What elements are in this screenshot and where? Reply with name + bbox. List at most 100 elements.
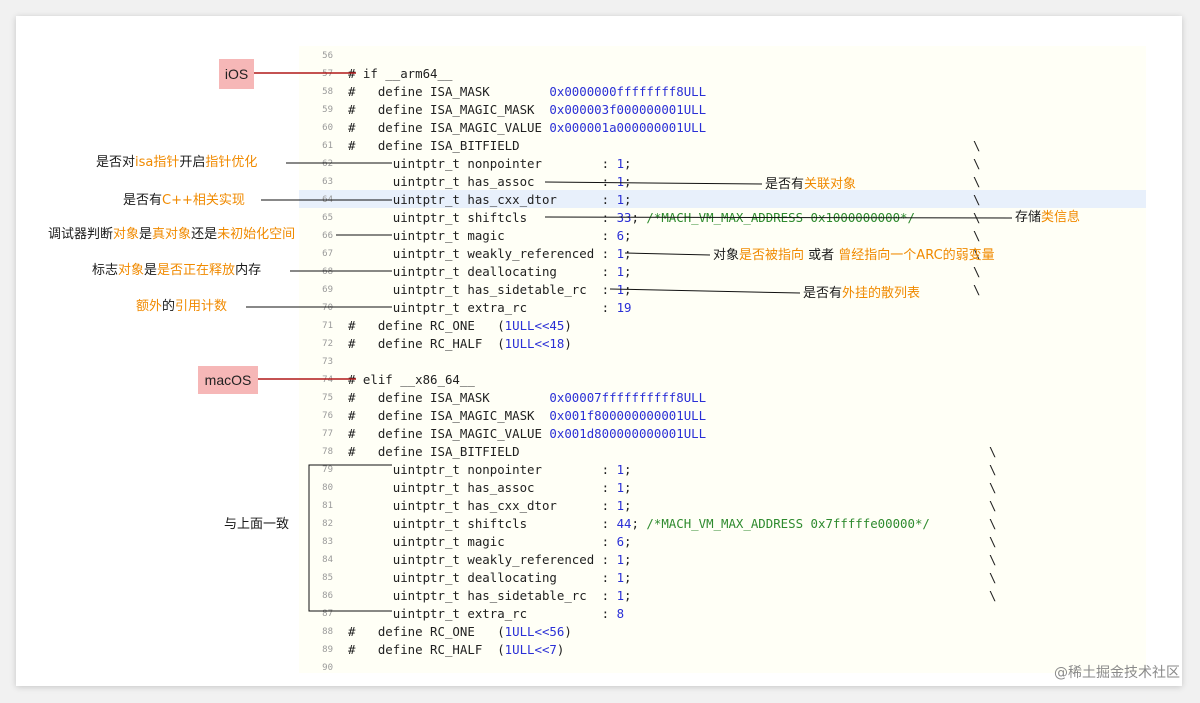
code-number: 0x0000000ffffffff8ULL [549,84,707,99]
code-line: 71# define RC_ONE (1ULL<<45) [299,317,1146,335]
line-number: 60 [322,123,333,133]
code-line: 84 uintptr_t weakly_referenced : 1;\ [299,551,1146,569]
annotation-has-assoc: 是否有关联对象 [765,177,857,192]
code-text: # define ISA_MAGIC_MASK 0x000003f0000000… [348,102,707,117]
line-continuation: \ [973,228,981,243]
line-number: 72 [322,339,333,349]
code-line: 86 uintptr_t has_sidetable_rc : 1;\ [299,587,1146,605]
code-text: uintptr_t has_cxx_dtor : 1; [348,498,632,513]
code-number: 6 [616,228,625,243]
ios-label: iOS [219,59,254,89]
annotation-deallocating: 标志对象是是否正在释放内存 [92,263,262,278]
code-number: 1ULL<<56 [504,624,565,639]
line-continuation: \ [989,444,997,459]
line-continuation: \ [973,174,981,189]
code-number: 1ULL<<18 [504,336,565,351]
code-text: # define RC_HALF (1ULL<<7) [348,642,565,657]
line-number: 67 [322,249,333,259]
same-as-above-bracket [308,464,392,612]
code-number: 6 [616,534,625,549]
code-line: 76# define ISA_MAGIC_MASK 0x001f80000000… [299,407,1146,425]
macos-label: macOS [198,366,258,394]
code-number: 1ULL<<7 [504,642,557,657]
code-line: 88# define RC_ONE (1ULL<<56) [299,623,1146,641]
line-number: 80 [322,483,333,493]
code-text: # define ISA_MASK 0x00007ffffffffff8ULL [348,390,707,405]
code-panel [299,46,1146,673]
line-number: 73 [322,357,333,367]
code-text: # define ISA_MAGIC_VALUE 0x000001a000000… [348,120,707,135]
code-line: 75# define ISA_MASK 0x00007ffffffffff8UL… [299,389,1146,407]
code-text: uintptr_t has_sidetable_rc : 1; [348,588,632,603]
code-number: 1 [616,498,625,513]
code-number: 0x001f800000000001ULL [549,408,707,423]
code-line: 59# define ISA_MAGIC_MASK 0x000003f00000… [299,101,1146,119]
line-continuation: \ [989,570,997,585]
line-number: 84 [322,555,333,565]
code-text: uintptr_t has_assoc : 1; [348,480,632,495]
code-text: uintptr_t deallocating : 1; [348,570,632,585]
code-text: uintptr_t deallocating : 1; [348,264,632,279]
line-number: 74 [322,375,333,385]
code-number: 0x000001a000000001ULL [549,120,707,135]
code-line: 80 uintptr_t has_assoc : 1;\ [299,479,1146,497]
annotation-weakly-referenced: 对象是否被指向 或者 曾经指向一个ARC的弱变量 [713,248,995,263]
code-line: 68 uintptr_t deallocating : 1;\ [299,263,1146,281]
has-assoc-connector [544,181,763,185]
code-line: 64 uintptr_t has_cxx_dtor : 1;\ [299,191,1146,209]
code-line: 67 uintptr_t weakly_referenced : 1;\ [299,245,1146,263]
code-number: 0x000003f000000001ULL [549,102,707,117]
line-number: 89 [322,645,333,655]
code-number: 1 [616,192,625,207]
line-number: 88 [322,627,333,637]
line-number: 81 [322,501,333,511]
code-line: 74# elif __x86_64__ [299,371,1146,389]
line-number: 87 [322,609,333,619]
annotation-nonpointer: 是否对isa指针开启指针优化 [96,155,258,170]
code-line: 61# define ISA_BITFIELD\ [299,137,1146,155]
line-number: 63 [322,177,333,187]
line-number: 57 [322,69,333,79]
code-line: 66 uintptr_t magic : 6;\ [299,227,1146,245]
code-line: 60 # define ISA_MAGIC_VALUE 0x000001a0000… [299,119,1146,137]
line-number: 85 [322,573,333,583]
shiftcls-connector [544,216,1013,219]
watermark: @稀土掘金技术社区 [1054,665,1180,681]
code-line: 85 uintptr_t deallocating : 1; \ [299,569,1146,587]
line-number: 65 [322,213,333,223]
code-number: 44 [616,516,632,531]
line-continuation: \ [973,246,981,261]
code-text: uintptr_t nonpointer : 1; [348,156,632,171]
annotation-shiftcls: 存储类信息 [1015,210,1081,225]
annotation-magic: 调试器判断对象是真对象还是未初始化空间 [48,227,296,242]
line-number: 56 [322,51,333,61]
line-number: 76 [322,411,333,421]
code-number: 1 [616,588,625,603]
line-continuation: \ [989,534,997,549]
code-text: uintptr_t nonpointer : 1; [348,462,632,477]
current-line-highlight [299,190,1146,208]
code-text: uintptr_t has_cxx_dtor : 1; [348,192,632,207]
line-continuation: \ [989,498,997,513]
line-continuation: \ [973,156,981,171]
code-line: 73 [299,353,1146,371]
code-text: uintptr_t weakly_referenced : 1; [348,552,632,567]
annotation-has-cxx-dtor: 是否有C++相关实现 [123,193,245,208]
has-sidetable-rc-connector [609,288,801,294]
code-line: 72 # define RC_HALF (1ULL<<18) [299,335,1146,353]
code-text: # define ISA_MAGIC_VALUE 0x001d800000000… [348,426,707,441]
code-text: uintptr_t shiftcls : 44; /*MACH_VM_MAX_A… [348,516,930,531]
code-text: # define RC_HALF (1ULL<<18) [348,336,572,351]
line-number: 66 [322,231,333,241]
code-number: 19 [616,300,632,315]
line-number: 69 [322,285,333,295]
line-number: 62 [322,159,333,169]
code-line: 89 # define RC_HALF (1ULL<<7) [299,641,1146,659]
code-line: 79 uintptr_t nonpointer : 1;\ [299,461,1146,479]
code-text: uintptr_t extra_rc : 19 [348,300,632,315]
code-line: 62 uintptr_t nonpointer : 1; \ [299,155,1146,173]
code-number: 1 [616,552,625,567]
code-number: 1 [616,156,625,171]
line-continuation: \ [973,138,981,153]
